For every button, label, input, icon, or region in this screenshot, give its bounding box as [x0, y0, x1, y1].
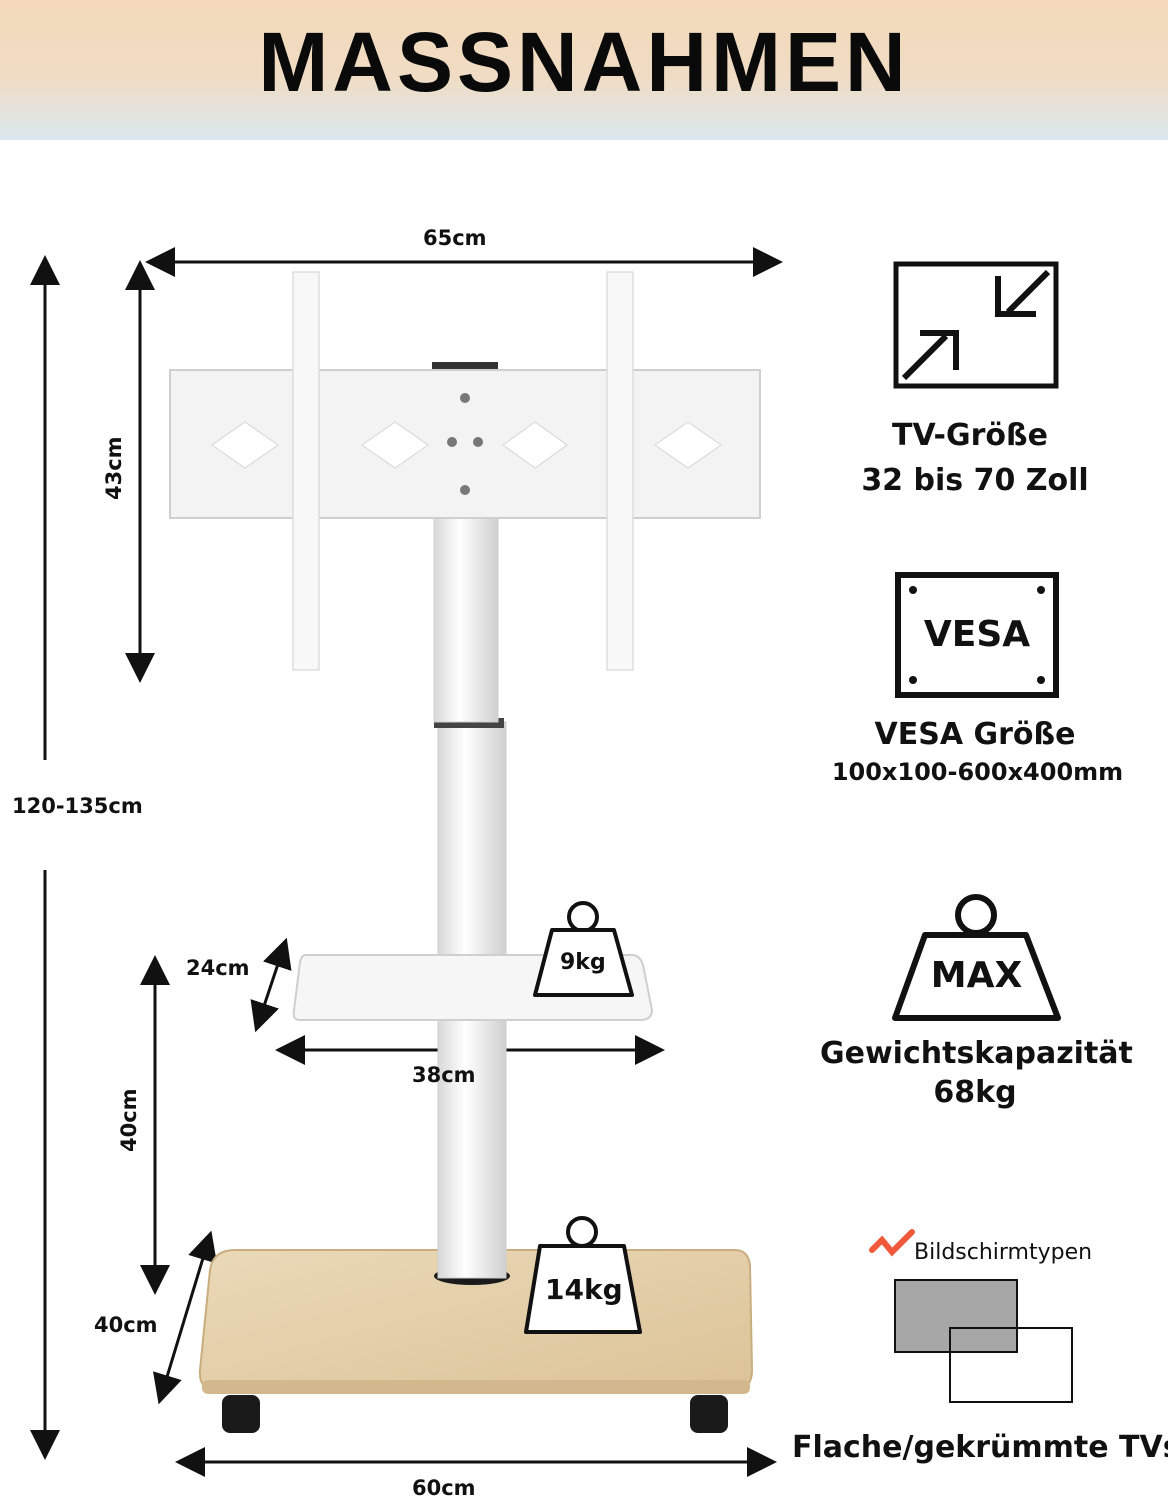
- vesa-icon-label: VESA: [923, 614, 1031, 655]
- capacity-value: 68kg: [933, 1075, 1017, 1110]
- total-height-label: 120-135cm: [12, 794, 143, 818]
- shelf-depth-label: 24cm: [186, 956, 250, 980]
- shelf-weight-label: 9kg: [560, 950, 606, 975]
- mount-height-label: 43cm: [102, 436, 126, 500]
- screen-types-title: Bildschirmtypen: [914, 1240, 1093, 1265]
- vesa-icon: [895, 572, 1059, 698]
- shelf-height-label: 40cm: [117, 1088, 141, 1152]
- shelf-weight-badge: [533, 901, 634, 997]
- max-weight-icon: [892, 894, 1061, 1021]
- header-banner: MASSNAHMEN: [0, 0, 1168, 140]
- pole-upper: [433, 499, 499, 723]
- screen-types-caption: Flache/gekrümmte TVs: [792, 1430, 1168, 1465]
- base-weight-badge: [524, 1216, 642, 1334]
- width-top-label: 65cm: [423, 226, 487, 250]
- vertical-rail: [606, 271, 634, 671]
- vertical-rail: [292, 271, 320, 671]
- base-depth-dimension: [153, 1230, 217, 1405]
- capacity-title: Gewichtskapazität: [820, 1036, 1133, 1071]
- caster-wheel: [222, 1395, 260, 1433]
- vesa-value: 100x100-600x400mm: [831, 758, 1124, 786]
- resize-arrows-icon: [893, 261, 1059, 389]
- base-width-label: 60cm: [412, 1476, 476, 1500]
- base-weight-label: 14kg: [545, 1273, 623, 1306]
- tv-mount-bracket: [169, 271, 761, 671]
- page-title: MASSNAHMEN: [258, 15, 910, 109]
- shelf-width-label: 38cm: [412, 1063, 476, 1087]
- caster-wheel: [690, 1395, 728, 1433]
- screen-types-icon: [869, 1229, 1073, 1403]
- vesa-title: VESA Größe: [874, 717, 1076, 752]
- base-depth-label: 40cm: [94, 1313, 158, 1337]
- shelf-depth-dimension: [250, 937, 292, 1033]
- tv-size-title: TV-Größe: [892, 418, 1048, 453]
- tv-size-value: 32 bis 70 Zoll: [861, 463, 1089, 498]
- max-icon-label: MAX: [930, 955, 1023, 996]
